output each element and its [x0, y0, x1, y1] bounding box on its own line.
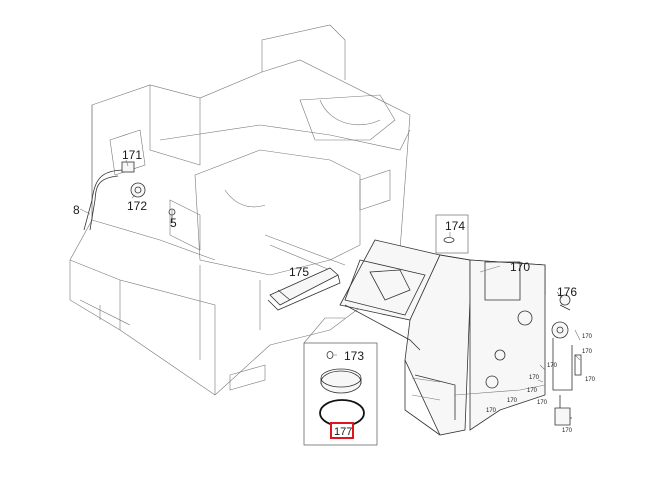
part-174-box	[435, 214, 469, 254]
label-8: 8	[73, 203, 80, 217]
clamp-part	[537, 294, 582, 426]
highlight-177[interactable]: 177	[330, 422, 354, 439]
callout-labels: 8 171 172 5 174 170 175 176 173 170 170 …	[73, 148, 596, 434]
label-170-small: 170	[582, 334, 593, 340]
label-176: 176	[557, 285, 577, 299]
label-177: 177	[334, 426, 352, 438]
label-174: 174	[445, 219, 465, 233]
label-170-small: 170	[529, 375, 540, 381]
label-170-small: 170	[527, 388, 538, 394]
label-170-small: 170	[537, 400, 548, 406]
label-170-small: 170	[585, 377, 596, 383]
label-170-small: 170	[562, 428, 573, 434]
brew-unit-part	[339, 239, 546, 436]
main-frame	[69, 24, 411, 396]
label-170-small: 170	[507, 398, 518, 404]
hose-part	[83, 169, 126, 231]
label-170: 170	[510, 260, 530, 274]
label-171: 171	[122, 148, 142, 162]
connector-part	[121, 161, 146, 198]
label-170-small: 170	[547, 363, 558, 369]
label-170-small: 170	[486, 408, 497, 414]
leader-lines	[79, 159, 563, 356]
rail-part	[267, 267, 341, 311]
label-172: 172	[127, 199, 147, 213]
label-175: 175	[289, 265, 309, 279]
highlight-box	[330, 422, 354, 439]
label-5: 5	[170, 216, 177, 230]
label-173: 173	[344, 349, 364, 363]
label-170-small: 170	[582, 349, 593, 355]
